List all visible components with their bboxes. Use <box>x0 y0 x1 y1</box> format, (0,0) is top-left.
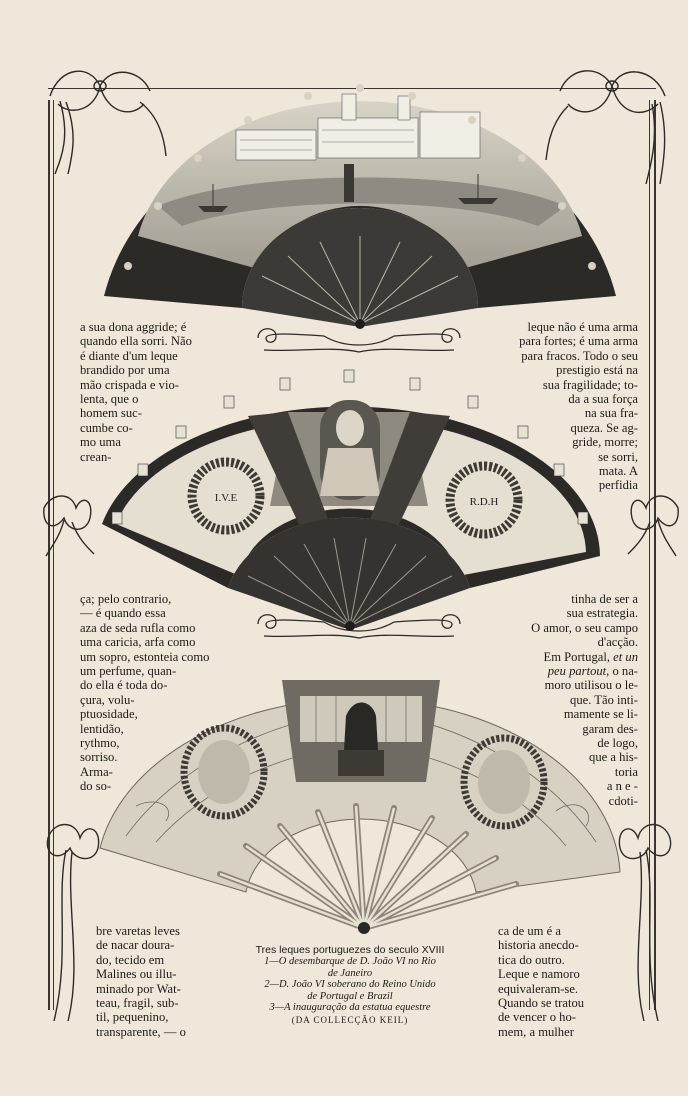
text-line: sua estrategia. <box>566 606 638 621</box>
text-line: do so- <box>80 779 112 794</box>
text-line: tica do outro. <box>498 952 565 967</box>
text-line: prestigio está na <box>556 363 638 378</box>
text-line: Leque e namoro <box>498 967 580 982</box>
text-line: ça; pelo contrario, <box>80 592 172 606</box>
text-line: ptuosidade, <box>80 707 138 722</box>
ribbon-ornament-mid-right <box>627 495 679 557</box>
fan-1-illustration <box>104 84 616 329</box>
frame-top-line <box>48 88 656 89</box>
caption-source: (DA COLLECÇÃO KEIL) <box>291 1014 409 1025</box>
text-line: para fortes; é uma arma <box>519 334 638 349</box>
ribbon-ornament-top-right <box>545 70 666 185</box>
text-line: lenta, que o <box>80 392 139 407</box>
text-line: na sua fra- <box>584 406 638 421</box>
text-line: ca de um é a <box>498 924 561 938</box>
text-line: cumbe co- <box>80 420 133 435</box>
figure-caption: Tres leques portuguezes do seculo XVIII … <box>226 944 474 1027</box>
wreath-label-left: I.V.E <box>215 492 238 504</box>
caption-line-3: 2—D. João VI soberano do Reino Unido <box>264 979 436 990</box>
caption-line-2: de Janeiro <box>327 967 373 979</box>
text-line: — é quando essa <box>80 606 166 621</box>
text-line: queza. Se ag- <box>570 420 638 435</box>
caption-line-4: de Portugal e Brazil <box>307 990 393 1002</box>
text-line: lentidão, <box>80 721 124 736</box>
text-line: de logo, <box>597 736 638 751</box>
frame-left-line <box>48 100 50 1010</box>
text-line: aza de seda rufla como <box>80 620 196 635</box>
text-line: crean- <box>80 449 112 464</box>
ribbon-ornament-bottom-right <box>618 823 672 1022</box>
text-line-peu-partout: peu partout, o na- <box>547 664 638 679</box>
text-line: que a his- <box>589 750 638 765</box>
text-line-em-portugal: Em Portugal, et un <box>543 649 638 664</box>
text-line: a sua dona aggride; é <box>80 320 187 334</box>
text-line: um perfume, quan- <box>80 664 177 679</box>
text-line: toria <box>614 764 638 779</box>
text-line: mem, a mulher <box>498 1024 574 1039</box>
ribbon-ornament-mid-left <box>43 495 95 557</box>
text-line: tinha de ser a <box>571 592 638 606</box>
text-line: sua fragilidade; to- <box>542 377 638 392</box>
text-line: quando ella sorri. Não <box>80 334 192 349</box>
text-line: uma caricia, arfa como <box>80 635 196 650</box>
text-line: se sorri, <box>598 449 638 464</box>
text-line: é diante d'um leque <box>80 348 178 363</box>
text-line: de nacar doura- <box>96 938 175 953</box>
text-line: Arma- <box>80 764 113 779</box>
text-line: moro utilisou o le- <box>544 678 638 693</box>
scroll-flourish-upper <box>257 328 461 353</box>
ribbon-ornament-top-left <box>49 70 167 175</box>
text-line: brandido por uma <box>80 363 170 378</box>
text-line: til, pequenino, <box>96 1010 169 1025</box>
text-line: d'acção. <box>597 635 638 650</box>
text-line: rythmo, <box>80 736 120 751</box>
text-line: teau, fragil, sub- <box>96 996 179 1011</box>
text-line: historia anecdo- <box>498 938 579 953</box>
scroll-flourish-lower <box>257 614 461 639</box>
text-line: gride, morre; <box>572 435 638 450</box>
text-line: a n e - <box>606 779 638 794</box>
text-line: Quando se tratou <box>498 996 585 1011</box>
caption-line-1: 1—O desembarque de D. João VI no Rio <box>264 956 436 967</box>
text-line: para fracos. Todo o seu <box>521 348 638 363</box>
text-line: transparente, — o <box>96 1024 186 1039</box>
text-line: do, tecido em <box>96 952 165 967</box>
caption-title: Tres leques portuguezes do seculo XVIII <box>255 944 445 956</box>
frame-right-line-inner <box>649 100 650 1010</box>
text-line: da a sua força <box>568 392 638 407</box>
text-line: sorriso. <box>80 750 118 765</box>
text-line: leque não é uma arma <box>527 320 639 334</box>
text-line: cdoti- <box>608 793 638 808</box>
fan-3-illustration <box>99 680 621 934</box>
text-line: mão crispada e vio- <box>80 377 179 392</box>
text-line: perfidia <box>598 478 638 493</box>
text-line: bre varetas leves <box>96 924 180 938</box>
text-line: Malines ou illu- <box>96 967 177 982</box>
text-line: mamente se li- <box>563 707 638 722</box>
ribbon-ornament-bottom-left <box>46 823 100 1022</box>
fan-2-illustration: I.V.E R.D.H <box>102 369 600 631</box>
text-line: que. Tão inti- <box>570 692 638 707</box>
text-line: homem suc- <box>80 406 142 421</box>
text-line: mo uma <box>80 435 121 450</box>
text-line: garam des- <box>582 721 638 736</box>
text-line: equivaleram-se. <box>498 981 579 996</box>
text-line: mata. A <box>598 464 638 479</box>
text-line: de vencer o ho- <box>498 1010 576 1025</box>
frame-right-line <box>654 100 656 1010</box>
wreath-label-right: R.D.H <box>470 496 499 508</box>
text-line: çura, volu- <box>80 692 135 707</box>
text-line: um sopro, estonteia como <box>80 649 210 664</box>
text-line: O amor, o seu campo <box>531 620 638 635</box>
caption-line-5: 3—A inauguração da estatua equestre <box>269 1002 431 1013</box>
text-line: minado por Wat- <box>96 981 181 996</box>
text-line: do ella é toda do- <box>80 678 168 693</box>
frame-left-line-inner <box>53 100 54 1010</box>
